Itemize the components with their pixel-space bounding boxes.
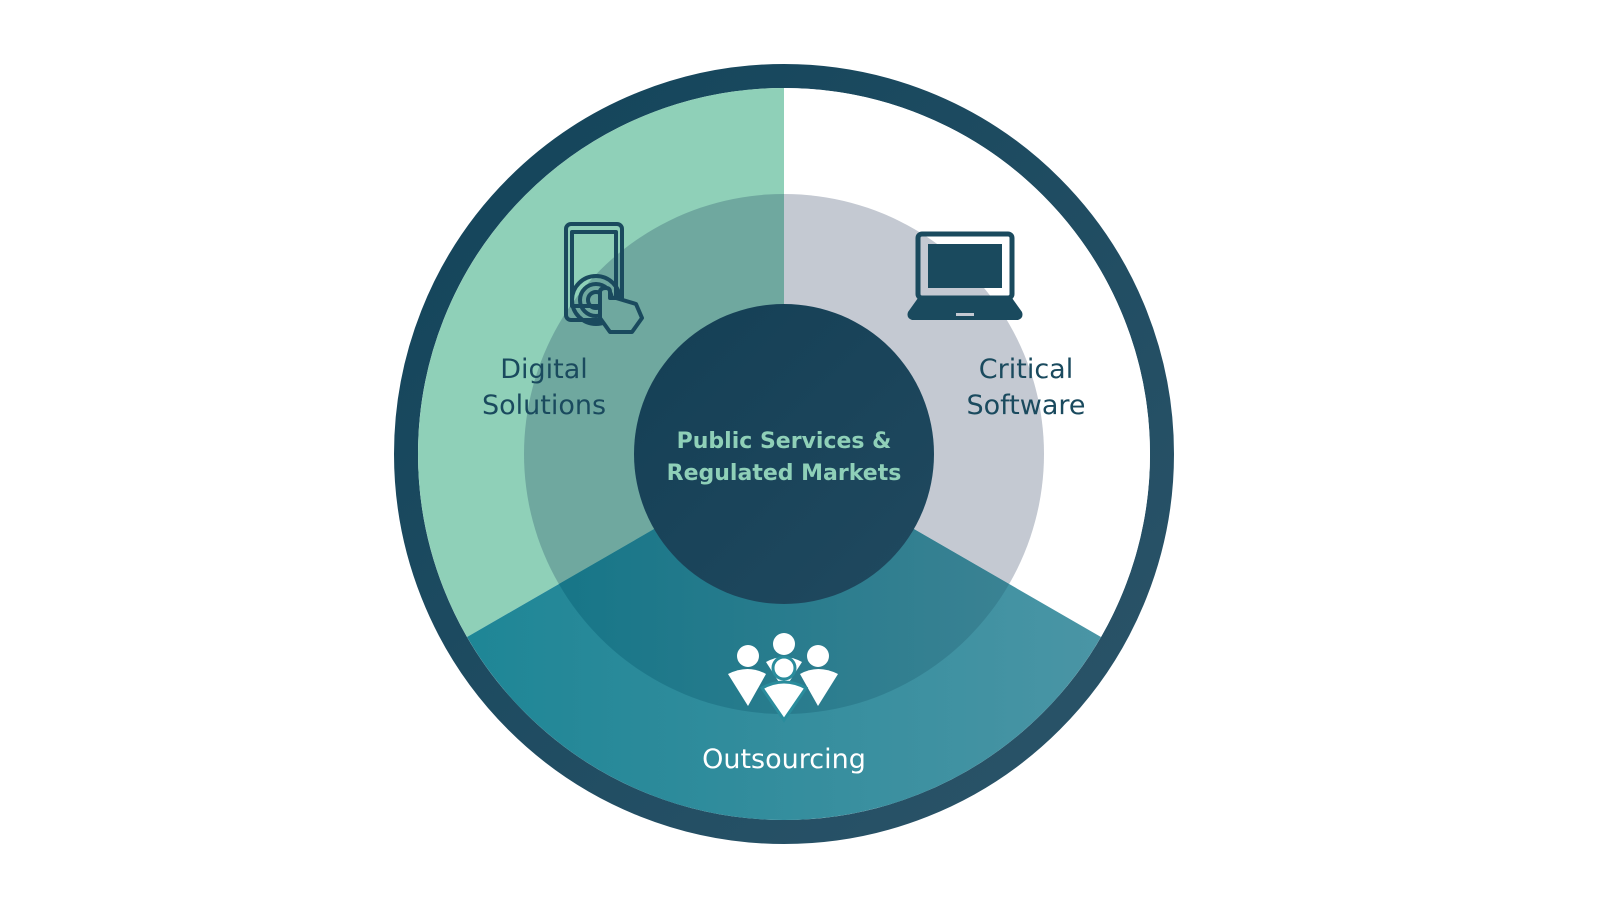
digital-label-line-2: Solutions <box>482 390 606 421</box>
critical-label-line-1: Critical <box>979 354 1073 385</box>
center-line-2: Regulated Markets <box>667 461 902 486</box>
people-group-icon <box>728 633 838 723</box>
laptop-icon <box>907 231 1023 320</box>
outer-ring <box>394 64 1174 844</box>
critical-label-line-2: Software <box>966 390 1085 421</box>
center-circle[interactable] <box>634 304 934 604</box>
digital-label-line-1: Digital <box>500 354 588 385</box>
touch-tablet-icon <box>564 222 644 334</box>
outsourcing-label: Outsourcing <box>702 744 866 775</box>
center-line-1: Public Services & <box>677 429 892 454</box>
